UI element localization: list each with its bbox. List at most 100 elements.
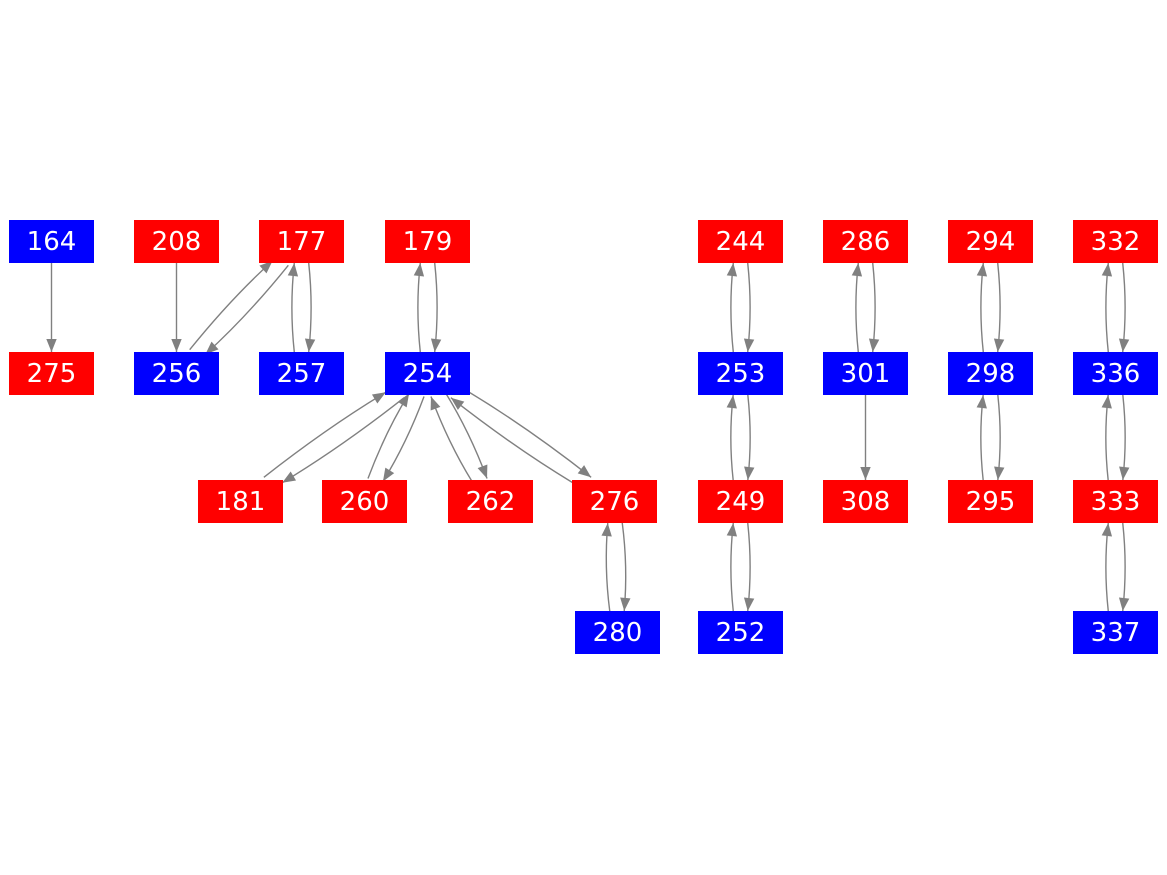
node-box-298[interactable] bbox=[948, 352, 1033, 395]
edge-294-to-298 bbox=[993, 262, 1005, 353]
node-256[interactable]: 256 bbox=[134, 352, 219, 395]
node-box-256[interactable] bbox=[134, 352, 219, 395]
node-box-294[interactable] bbox=[948, 220, 1033, 263]
node-181[interactable]: 181 bbox=[198, 480, 283, 523]
node-label-262: 262 bbox=[466, 487, 516, 517]
edge-line bbox=[605, 523, 611, 612]
node-208[interactable]: 208 bbox=[134, 220, 219, 263]
edge-arrowhead bbox=[430, 396, 441, 411]
node-249[interactable]: 249 bbox=[698, 480, 783, 523]
node-332[interactable]: 332 bbox=[1073, 220, 1158, 263]
node-label-332: 332 bbox=[1091, 227, 1141, 257]
node-177[interactable]: 177 bbox=[259, 220, 344, 263]
node-label-280: 280 bbox=[593, 618, 643, 648]
node-box-286[interactable] bbox=[823, 220, 908, 263]
node-308[interactable]: 308 bbox=[823, 480, 908, 523]
node-301[interactable]: 301 bbox=[823, 352, 908, 395]
node-box-295[interactable] bbox=[948, 480, 1033, 523]
node-box-333[interactable] bbox=[1073, 480, 1158, 523]
node-294[interactable]: 294 bbox=[948, 220, 1033, 263]
node-286[interactable]: 286 bbox=[823, 220, 908, 263]
edge-256-to-177 bbox=[189, 260, 274, 351]
edge-254-to-260 bbox=[382, 396, 425, 482]
edge-line bbox=[1105, 262, 1109, 353]
edge-line bbox=[281, 397, 405, 484]
edge-254-to-179 bbox=[413, 262, 425, 353]
edge-arrowhead bbox=[287, 263, 299, 277]
edge-arrowhead bbox=[1119, 466, 1130, 480]
node-label-336: 336 bbox=[1091, 359, 1141, 389]
edge-line bbox=[417, 262, 421, 353]
node-box-181[interactable] bbox=[198, 480, 283, 523]
node-box-179[interactable] bbox=[385, 220, 470, 263]
node-label-252: 252 bbox=[716, 618, 766, 648]
node-box-275[interactable] bbox=[9, 352, 94, 395]
node-295[interactable]: 295 bbox=[948, 480, 1033, 523]
node-label-181: 181 bbox=[216, 487, 266, 517]
edge-arrowhead bbox=[577, 465, 592, 478]
node-336[interactable]: 336 bbox=[1073, 352, 1158, 395]
node-164[interactable]: 164 bbox=[9, 220, 94, 263]
edge-arrowhead bbox=[1118, 338, 1130, 352]
node-box-164[interactable] bbox=[9, 220, 94, 263]
edge-arrowhead bbox=[382, 467, 395, 482]
edge-arrowhead bbox=[743, 597, 755, 611]
node-280[interactable]: 280 bbox=[575, 611, 660, 654]
edge-253-to-249 bbox=[744, 394, 755, 481]
edge-arrowhead bbox=[851, 263, 863, 277]
node-box-337[interactable] bbox=[1073, 611, 1158, 654]
node-253[interactable]: 253 bbox=[698, 352, 783, 395]
node-box-280[interactable] bbox=[575, 611, 660, 654]
node-262[interactable]: 262 bbox=[448, 480, 533, 523]
node-333[interactable]: 333 bbox=[1073, 480, 1158, 523]
edge-arrowhead bbox=[1101, 263, 1113, 277]
edge-276-to-254 bbox=[450, 397, 574, 484]
node-label-260: 260 bbox=[340, 487, 390, 517]
node-label-254: 254 bbox=[403, 359, 453, 389]
node-252[interactable]: 252 bbox=[698, 611, 783, 654]
node-box-257[interactable] bbox=[259, 352, 344, 395]
node-275[interactable]: 275 bbox=[9, 352, 94, 395]
node-box-252[interactable] bbox=[698, 611, 783, 654]
edge-181-to-254 bbox=[263, 391, 387, 478]
node-box-301[interactable] bbox=[823, 352, 908, 395]
edge-336-to-333 bbox=[1119, 394, 1130, 481]
edge-arrowhead bbox=[1101, 395, 1112, 409]
node-box-177[interactable] bbox=[259, 220, 344, 263]
edge-arrowhead bbox=[46, 339, 57, 352]
node-box-332[interactable] bbox=[1073, 220, 1158, 263]
node-179[interactable]: 179 bbox=[385, 220, 470, 263]
node-box-262[interactable] bbox=[448, 480, 533, 523]
edge-arrowhead bbox=[171, 339, 182, 352]
node-337[interactable]: 337 bbox=[1073, 611, 1158, 654]
node-276[interactable]: 276 bbox=[572, 480, 657, 523]
node-box-336[interactable] bbox=[1073, 352, 1158, 395]
node-298[interactable]: 298 bbox=[948, 352, 1033, 395]
node-254[interactable]: 254 bbox=[385, 352, 470, 395]
node-label-301: 301 bbox=[841, 359, 891, 389]
node-257[interactable]: 257 bbox=[259, 352, 344, 395]
edge-line bbox=[855, 262, 859, 353]
edge-line bbox=[308, 262, 312, 353]
node-box-253[interactable] bbox=[698, 352, 783, 395]
node-box-244[interactable] bbox=[698, 220, 783, 263]
edge-arrowhead bbox=[743, 338, 755, 352]
node-box-260[interactable] bbox=[322, 480, 407, 523]
edge-298-to-294 bbox=[976, 262, 988, 353]
edge-arrowhead bbox=[860, 467, 871, 480]
edge-line bbox=[730, 262, 734, 353]
edge-line bbox=[434, 262, 438, 353]
edge-arrowhead bbox=[259, 260, 273, 274]
node-box-249[interactable] bbox=[698, 480, 783, 523]
edge-244-to-253 bbox=[743, 262, 755, 353]
node-box-254[interactable] bbox=[385, 352, 470, 395]
edge-253-to-244 bbox=[726, 262, 738, 353]
node-244[interactable]: 244 bbox=[698, 220, 783, 263]
node-box-308[interactable] bbox=[823, 480, 908, 523]
edge-arrowhead bbox=[205, 341, 219, 355]
node-260[interactable]: 260 bbox=[322, 480, 407, 523]
node-box-208[interactable] bbox=[134, 220, 219, 263]
node-box-276[interactable] bbox=[572, 480, 657, 523]
edge-arrowhead bbox=[993, 338, 1005, 352]
node-label-308: 308 bbox=[841, 487, 891, 517]
